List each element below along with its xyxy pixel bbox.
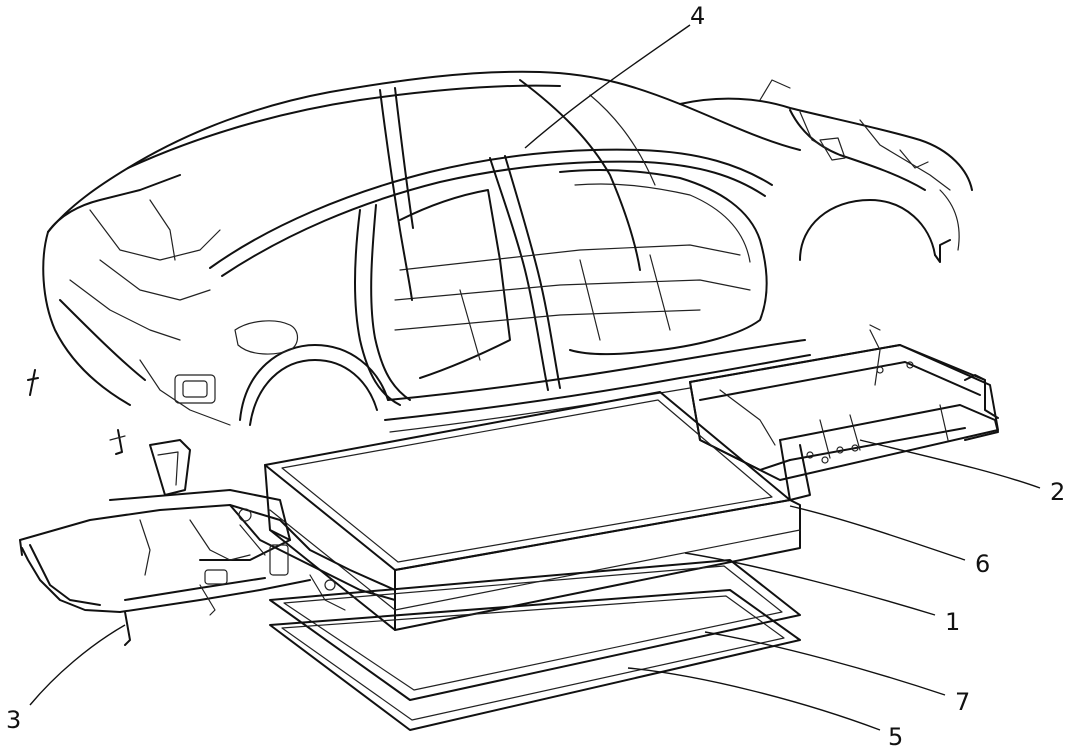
callout-2: 2 [1050, 478, 1065, 506]
lower-seal-frame [269, 559, 801, 701]
bottom-guard-plate [269, 589, 801, 731]
callout-labels: 1 2 3 4 5 6 7 [6, 2, 1065, 750]
front-subframe [19, 439, 396, 646]
leader-4 [524, 24, 691, 149]
callout-6: 6 [975, 550, 990, 578]
leader-lines [29, 24, 1041, 731]
leader-2 [859, 439, 1041, 489]
leader-6 [789, 505, 966, 561]
leader-3 [29, 624, 126, 706]
callout-7: 7 [955, 688, 970, 716]
battery-pack [264, 391, 801, 631]
leader-1 [684, 552, 936, 616]
leader-5 [627, 667, 881, 731]
callout-4: 4 [690, 2, 705, 30]
leader-7 [704, 631, 946, 696]
callout-1: 1 [945, 608, 960, 636]
car-body-frame [27, 70, 973, 455]
callout-3: 3 [6, 706, 21, 734]
callout-5: 5 [888, 723, 903, 750]
